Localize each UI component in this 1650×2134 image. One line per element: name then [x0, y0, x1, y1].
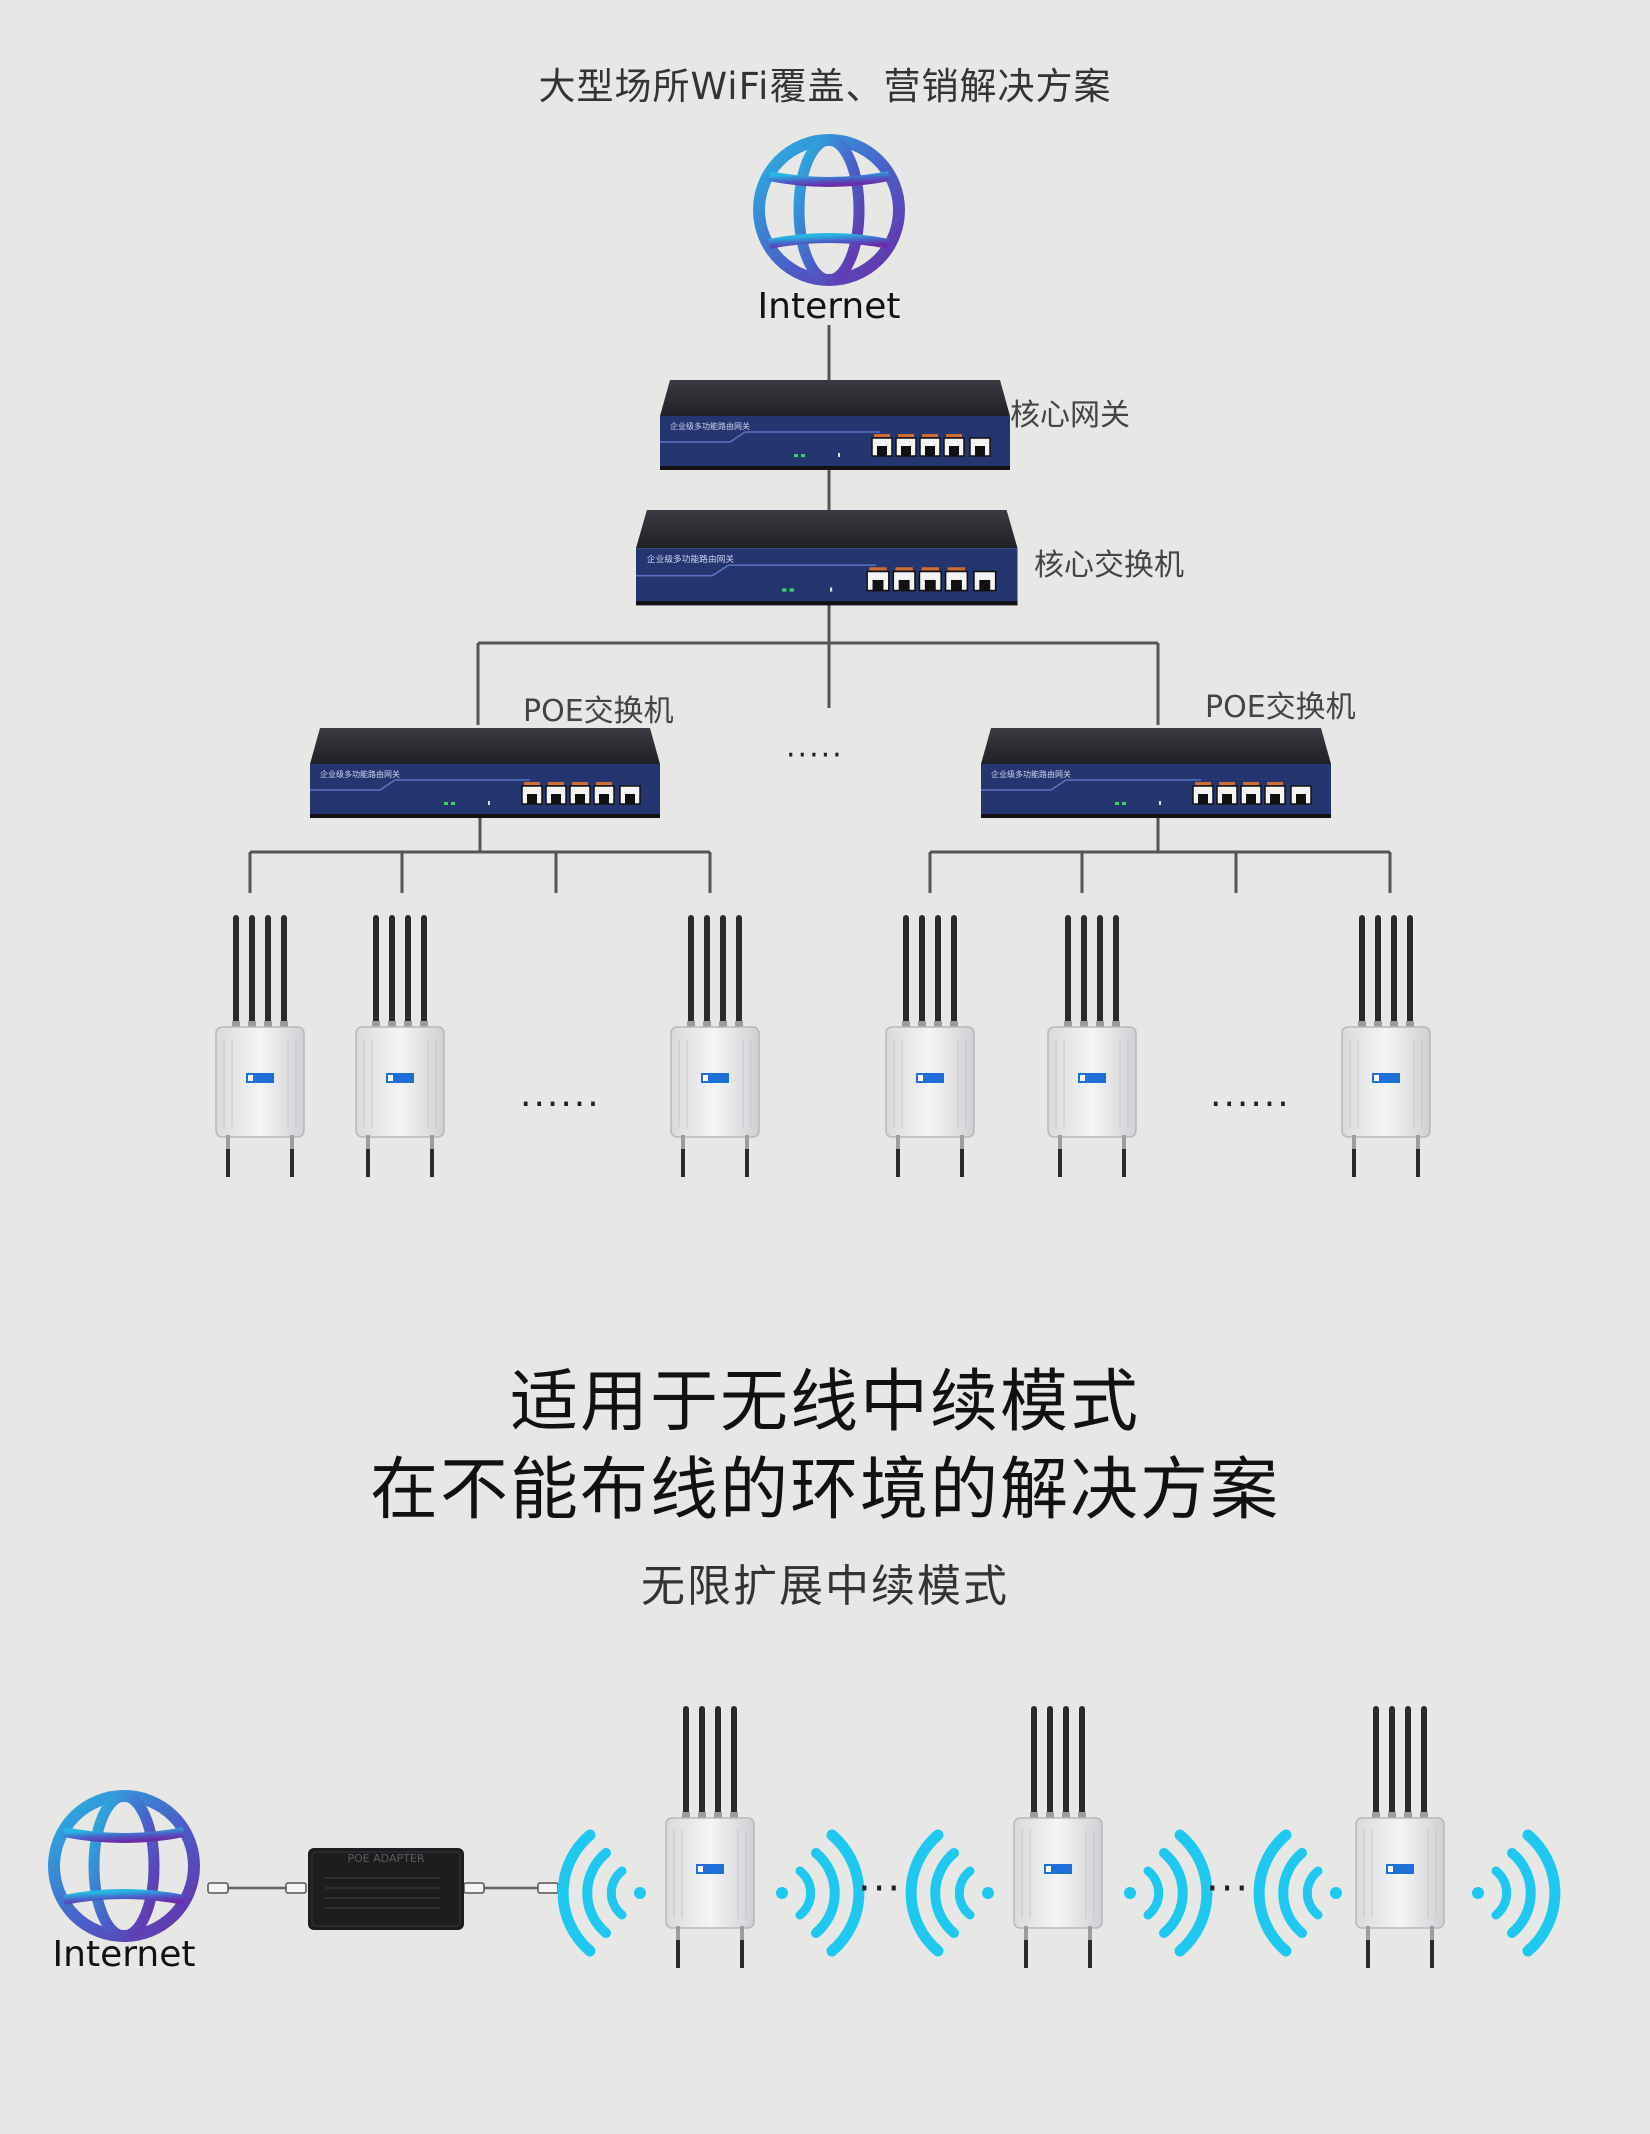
internet-label: Internet	[757, 286, 901, 327]
internet-globe-icon-bottom	[54, 1796, 194, 1936]
topology-links	[248, 325, 1392, 893]
poe-switch-left-device	[309, 727, 661, 819]
cable-plug	[537, 1882, 559, 1894]
core-switch-label: 核心交换机	[1034, 548, 1184, 583]
page-title: 大型场所WiFi覆盖、营销解决方案	[538, 65, 1112, 108]
wifi-signal-icon	[1124, 1835, 1207, 1951]
repeater-ap-device	[1013, 1705, 1103, 1969]
core-switch-device	[635, 509, 1019, 607]
ap-right-ellipsis: ······	[1210, 1084, 1291, 1125]
headline-line-2: 在不能布线的环境的解决方案	[369, 1451, 1280, 1530]
poe-switch-right-label: POE交换机	[1205, 690, 1356, 725]
ap-device	[355, 914, 445, 1178]
ap-device	[215, 914, 305, 1178]
poe-adapter-device	[308, 1848, 464, 1930]
subheadline: 无限扩展中续模式	[641, 1561, 1009, 1612]
internet-globe-icon	[759, 140, 899, 280]
ap-device	[1341, 914, 1431, 1178]
repeat-ellipsis-1: ···	[858, 1866, 903, 1912]
wifi-signal-icon	[563, 1835, 646, 1951]
cable-plug	[463, 1882, 485, 1894]
poe-switch-left-label: POE交换机	[523, 694, 674, 729]
wifi-signal-icon	[1472, 1835, 1555, 1951]
cable-plug	[285, 1882, 307, 1894]
internet-label-bottom: Internet	[52, 1934, 196, 1975]
poe-switch-right-device	[980, 727, 1332, 819]
wifi-signal-icon	[911, 1835, 994, 1951]
headline-line-1: 适用于无线中续模式	[509, 1363, 1140, 1442]
ap-device	[1047, 914, 1137, 1178]
middle-ellipsis: ·····	[786, 738, 844, 773]
repeat-ellipsis-2: ···	[1206, 1866, 1251, 1912]
ap-device	[670, 914, 760, 1178]
poe-adapter-label: POE ADAPTER	[347, 1852, 425, 1865]
wifi-signal-icon	[776, 1835, 859, 1951]
repeater-ap-device	[1355, 1705, 1445, 1969]
ap-device	[885, 914, 975, 1178]
core-gateway-label: 核心网关	[1010, 398, 1130, 433]
cable-plug	[207, 1882, 229, 1894]
wifi-signal-icon	[1259, 1835, 1342, 1951]
repeater-ap-device	[665, 1705, 755, 1969]
ap-left-ellipsis: ······	[520, 1084, 601, 1125]
core-gateway-device	[659, 379, 1011, 471]
